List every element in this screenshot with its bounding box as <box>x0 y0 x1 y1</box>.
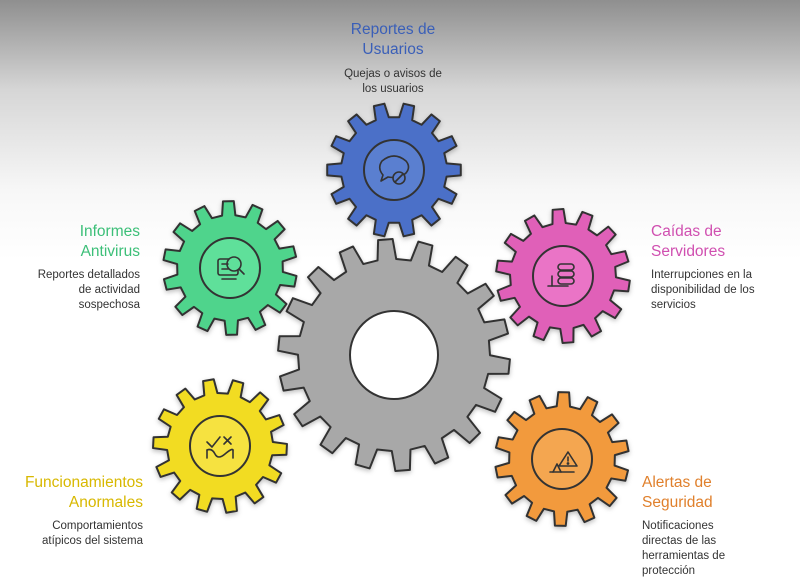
center-gear <box>277 238 511 472</box>
warning-triangle-icon <box>549 451 578 473</box>
abnormal-behavior-description: Comportamientos atípicos del sistema <box>42 520 143 547</box>
server-outages-gear-hole <box>532 245 594 307</box>
antivirus-reports-title: Informes Antivirus <box>79 223 140 260</box>
anomaly-check-icon <box>206 436 234 459</box>
server-stack-icon <box>547 263 575 287</box>
user-reports-title: Reportes de Usuarios <box>350 21 436 58</box>
user-reports-description: Quejas o avisos de los usuarios <box>344 68 442 95</box>
antivirus-reports-description: Reportes detallados de actividad sospech… <box>37 269 140 311</box>
server-outages-title: Caídas de Servidores <box>651 223 726 260</box>
abnormal-behavior-title: Funcionamientos Anormales <box>24 474 143 511</box>
security-alerts-gear <box>494 391 630 527</box>
security-alerts-gear-hole <box>531 428 593 490</box>
security-alerts-description: Notificaciones directas de las herramien… <box>642 520 726 577</box>
server-outages-gear <box>495 208 631 344</box>
user-reports-gear-hole <box>363 139 425 201</box>
abnormal-behavior-gear-hole <box>189 415 251 477</box>
user-reports-gear <box>326 102 462 238</box>
server-outages-description: Interrupciones en la disponibilidad de l… <box>651 269 755 311</box>
security-alerts-title: Alertas de Seguridad <box>642 474 713 511</box>
abnormal-behavior-gear <box>152 378 288 514</box>
speech-bubble-blocked-icon <box>378 155 410 185</box>
center-gear-hole <box>349 310 439 400</box>
bug-scan-icon <box>217 256 245 280</box>
